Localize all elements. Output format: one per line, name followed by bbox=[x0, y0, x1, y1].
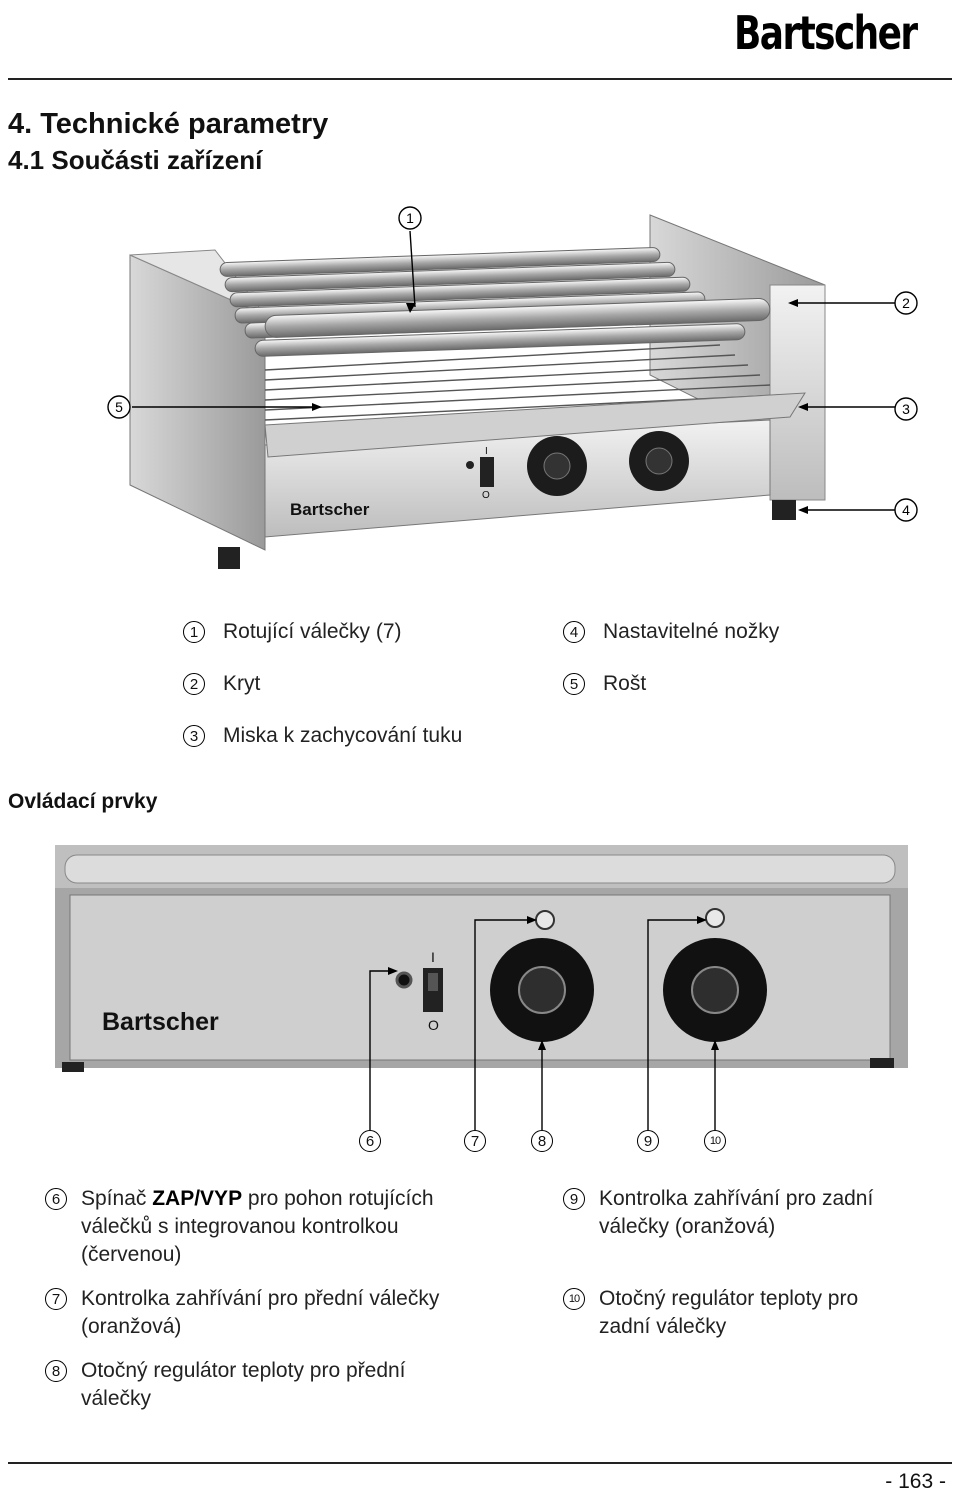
callout-7: 7 bbox=[464, 1130, 486, 1152]
desc-num-10: 10 bbox=[563, 1288, 585, 1310]
legend-item-4: 4 Nastavitelné nožky bbox=[563, 620, 779, 644]
legend-num-4: 4 bbox=[563, 621, 585, 643]
desc-text-10: Otočný regulátor teploty pro zadní váleč… bbox=[599, 1287, 859, 1338]
switch-on-label: I bbox=[485, 446, 488, 457]
page-title: 4. Technické parametry bbox=[8, 108, 329, 140]
device-illustration: I O Bartscher 1 2 3 4 5 bbox=[107, 206, 918, 569]
panel-brand-label: Bartscher bbox=[102, 1008, 219, 1036]
legend-text-2: Kryt bbox=[223, 672, 261, 695]
desc-6-rest: pro pohon rotujících válečků s integrova… bbox=[81, 1187, 434, 1266]
legend-item-1: 1 Rotující válečky (7) bbox=[183, 620, 402, 644]
control-panel-illustration: Bartscher I O bbox=[55, 845, 908, 1130]
desc-text-6: Spínač ZAP/VYP pro pohon rotujících vále… bbox=[81, 1185, 495, 1269]
callout-3: 3 bbox=[902, 401, 910, 417]
legend-text-1: Rotující válečky (7) bbox=[223, 620, 402, 643]
desc-item-7: 7 Kontrolka zahřívání pro přední válečky… bbox=[45, 1285, 465, 1341]
callout-9: 9 bbox=[637, 1130, 659, 1152]
legend-num-5: 5 bbox=[563, 673, 585, 695]
callout-8: 8 bbox=[531, 1130, 553, 1152]
desc-num-9: 9 bbox=[563, 1188, 585, 1210]
device-brand-label: Bartscher bbox=[290, 500, 370, 519]
legend-text-4: Nastavitelné nožky bbox=[603, 620, 780, 643]
desc-text-7: Kontrolka zahřívání pro přední válečky (… bbox=[81, 1287, 440, 1338]
legend-num-3: 3 bbox=[183, 725, 205, 747]
panel-switch-on: I bbox=[431, 949, 435, 965]
desc-item-10: 10 Otočný regulátor teploty pro zadní vá… bbox=[563, 1285, 893, 1341]
callout-1: 1 bbox=[406, 210, 414, 226]
footer-rule bbox=[8, 1462, 952, 1464]
desc-6-prefix: Spínač bbox=[81, 1187, 153, 1210]
desc-text-9: Kontrolka zahřívání pro zadní válečky (o… bbox=[599, 1187, 874, 1238]
callout-10: 10 bbox=[704, 1130, 726, 1152]
desc-6-bold: ZAP/VYP bbox=[152, 1187, 243, 1210]
legend-item-3: 3 Miska k zachycování tuku bbox=[183, 724, 462, 748]
desc-num-8: 8 bbox=[45, 1360, 67, 1382]
desc-text-8: Otočný regulátor teploty pro přední vále… bbox=[81, 1359, 406, 1410]
legend-item-2: 2 Kryt bbox=[183, 672, 260, 696]
callout-6: 6 bbox=[359, 1130, 381, 1152]
desc-item-8: 8 Otočný regulátor teploty pro přední vá… bbox=[45, 1357, 445, 1413]
page-number: - 163 - bbox=[885, 1470, 946, 1493]
controls-heading: Ovládací prvky bbox=[8, 790, 158, 813]
header-rule bbox=[8, 78, 952, 80]
desc-item-9: 9 Kontrolka zahřívání pro zadní válečky … bbox=[563, 1185, 893, 1241]
legend-item-5: 5 Rošt bbox=[563, 672, 646, 696]
legend-text-5: Rošt bbox=[603, 672, 647, 695]
brand-logo: Bartscher bbox=[734, 6, 918, 60]
desc-num-7: 7 bbox=[45, 1288, 67, 1310]
callout-4: 4 bbox=[902, 502, 910, 518]
section-title: 4.1 Součásti zařízení bbox=[8, 145, 263, 175]
panel-switch-off: O bbox=[428, 1017, 439, 1033]
legend-text-3: Miska k zachycování tuku bbox=[223, 724, 463, 747]
desc-item-6: 6 Spínač ZAP/VYP pro pohon rotujících vá… bbox=[45, 1185, 495, 1269]
legend-num-1: 1 bbox=[183, 621, 205, 643]
callout-5: 5 bbox=[115, 399, 123, 415]
switch-off-label: O bbox=[482, 490, 490, 501]
legend-num-2: 2 bbox=[183, 673, 205, 695]
callout-2: 2 bbox=[902, 295, 910, 311]
desc-num-6: 6 bbox=[45, 1188, 67, 1210]
